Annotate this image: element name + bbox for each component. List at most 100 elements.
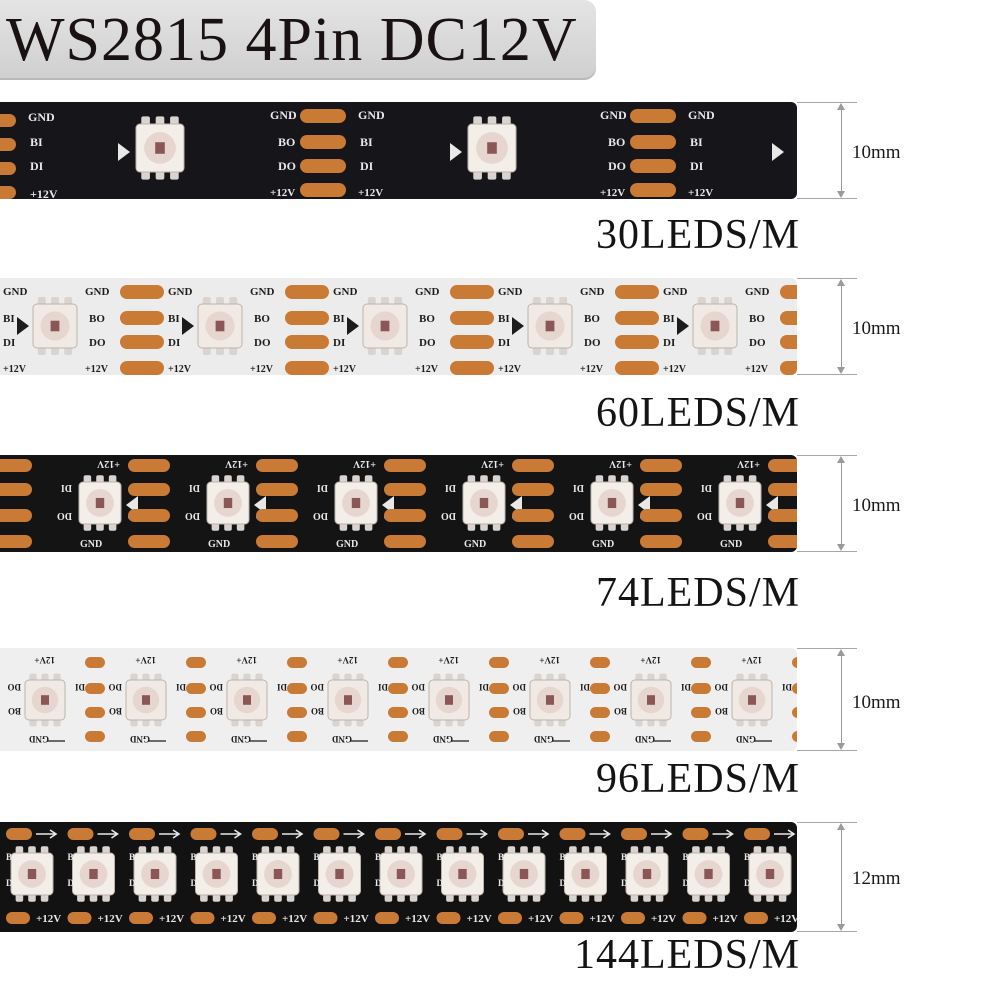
svg-text:DI: DI [317, 482, 328, 493]
svg-text:DO: DO [278, 159, 296, 173]
svg-text:GND: GND [433, 734, 454, 744]
svg-text:BO: BO [210, 706, 223, 716]
svg-text:BO: BO [419, 313, 435, 325]
svg-text:B: B [744, 852, 750, 862]
strip-144-photo: +12VBD+12VBD+12VBD+12VBD+12VBD+12VBD+12V… [0, 822, 797, 932]
svg-text:DO: DO [8, 682, 22, 692]
svg-text:DO: DO [441, 510, 456, 521]
strip-96-photo: 12V+DIDOBOGND12V+DIDOBOGND12V+DIDOBOGND1… [0, 648, 797, 751]
svg-text:DI: DI [701, 482, 712, 493]
svg-text:B: B [437, 852, 443, 862]
svg-text:BI: BI [360, 135, 373, 149]
width-label-144: 12mm [852, 868, 901, 889]
svg-text:+12V: +12V [415, 364, 439, 375]
width-dimension-96 [797, 648, 857, 751]
svg-text:B: B [6, 852, 12, 862]
product-title: WS2815 4Pin DC12V [6, 6, 578, 74]
svg-text:12V+: 12V+ [438, 655, 459, 665]
svg-text:GND: GND [745, 286, 770, 298]
svg-text:DO: DO [313, 510, 328, 521]
svg-text:12V+: 12V+ [640, 655, 661, 665]
svg-text:DI: DI [498, 337, 510, 349]
svg-text:D: D [560, 878, 567, 888]
svg-text:BI: BI [30, 135, 43, 149]
svg-text:GND: GND [534, 734, 555, 744]
svg-text:D: D [437, 878, 444, 888]
svg-text:B: B [560, 852, 566, 862]
svg-text:D: D [683, 878, 690, 888]
svg-text:DI: DI [277, 682, 287, 692]
svg-text:+12V: +12V [774, 913, 797, 925]
width-label-60: 10mm [852, 318, 901, 339]
svg-text:+12V: +12V [221, 913, 246, 925]
svg-text:+12V: +12V [405, 913, 430, 925]
svg-text:+12V: +12V [480, 458, 504, 469]
svg-text:B: B [621, 852, 627, 862]
svg-text:D: D [314, 878, 321, 888]
svg-text:BO: BO [412, 706, 425, 716]
width-dimension-60 [797, 278, 857, 375]
svg-text:BI: BI [498, 313, 510, 325]
svg-text:GND: GND [635, 734, 656, 744]
width-label-96: 10mm [852, 692, 901, 713]
svg-text:+12V: +12V [85, 364, 109, 375]
svg-text:BO: BO [584, 313, 600, 325]
svg-text:12V+: 12V+ [236, 655, 257, 665]
svg-text:+12V: +12V [98, 913, 123, 925]
svg-text:DO: DO [749, 337, 766, 349]
svg-text:DI: DI [75, 682, 85, 692]
svg-text:DI: DI [479, 682, 489, 692]
svg-text:DI: DI [573, 482, 584, 493]
svg-text:B: B [191, 852, 197, 862]
svg-text:12V+: 12V+ [135, 655, 156, 665]
svg-text:DI: DI [168, 337, 180, 349]
svg-text:BI: BI [663, 313, 675, 325]
svg-text:GND: GND [358, 108, 385, 122]
svg-text:DI: DI [580, 682, 590, 692]
svg-text:GND: GND [80, 539, 102, 550]
svg-text:GND: GND [28, 110, 55, 124]
svg-text:+12V: +12V [333, 364, 357, 375]
svg-text:DI: DI [690, 159, 704, 173]
svg-text:+12V: +12V [745, 364, 769, 375]
svg-text:GND: GND [688, 108, 715, 122]
svg-text:BO: BO [608, 135, 625, 149]
svg-text:+12V: +12V [358, 187, 383, 199]
svg-text:+12V: +12V [36, 913, 61, 925]
svg-text:BO: BO [8, 706, 21, 716]
svg-text:DI: DI [30, 159, 44, 173]
rate-label-96: 96LEDS/M [595, 756, 800, 802]
svg-text:D: D [621, 878, 628, 888]
svg-text:DI: DI [189, 482, 200, 493]
svg-text:+12V: +12V [498, 364, 522, 375]
svg-text:D: D [252, 878, 259, 888]
rate-label-74: 74LEDS/M [595, 570, 800, 616]
svg-text:+12V: +12V [600, 187, 625, 199]
svg-text:BO: BO [749, 313, 765, 325]
svg-text:DI: DI [681, 682, 691, 692]
svg-text:GND: GND [85, 286, 110, 298]
width-dimension-74 [797, 455, 857, 552]
svg-text:GND: GND [736, 734, 757, 744]
svg-text:DI: DI [663, 337, 675, 349]
svg-text:BO: BO [109, 706, 122, 716]
svg-text:BO: BO [89, 313, 105, 325]
svg-text:DO: DO [569, 510, 584, 521]
svg-text:D: D [129, 878, 136, 888]
svg-text:12V+: 12V+ [539, 655, 560, 665]
svg-text:+12V: +12V [352, 458, 376, 469]
svg-text:+12V: +12V [736, 458, 760, 469]
svg-text:D: D [6, 878, 13, 888]
svg-text:+12V: +12V [282, 913, 307, 925]
svg-text:DO: DO [419, 337, 436, 349]
svg-text:DO: DO [185, 510, 200, 521]
width-dimension-144 [797, 822, 857, 932]
svg-text:BO: BO [311, 706, 324, 716]
svg-text:B: B [129, 852, 135, 862]
svg-text:GND: GND [592, 539, 614, 550]
